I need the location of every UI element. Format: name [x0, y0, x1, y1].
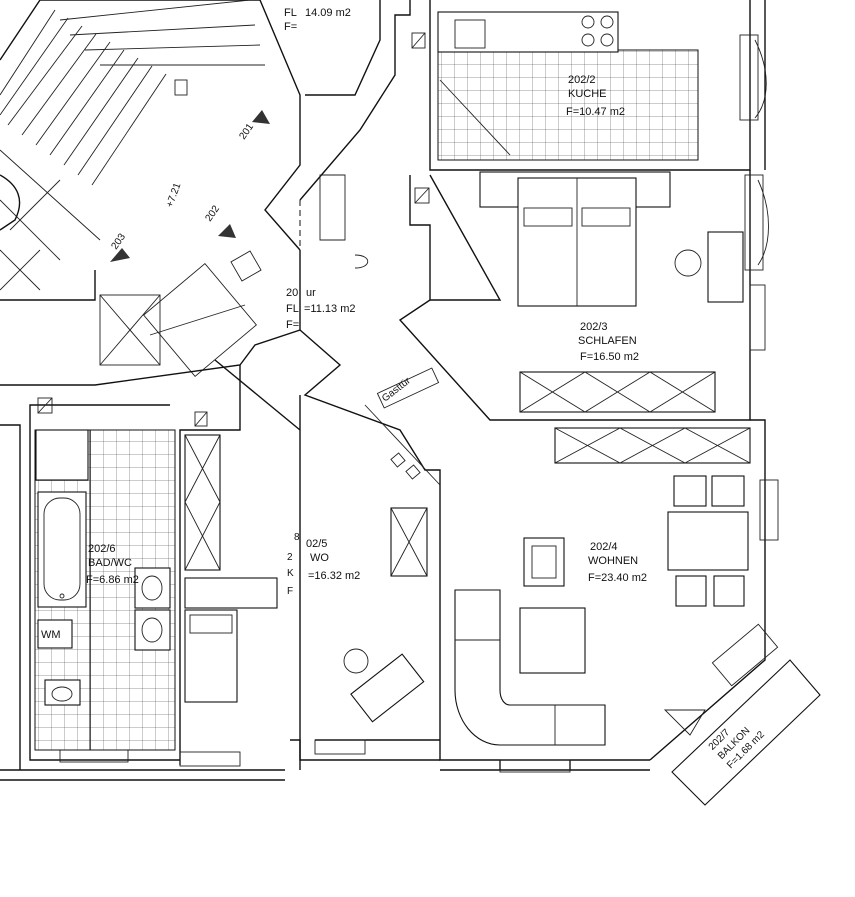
room-bedroom: 202/3 SCHLAFEN F=16.50 m2 [479, 171, 744, 413]
wo-fragment-3: K [287, 568, 294, 579]
bedroom-id: 202/3 [580, 321, 608, 333]
wo-fragment-2: 2 [287, 552, 293, 563]
walls [0, 0, 766, 781]
shafts [37, 32, 430, 427]
wo-name: WO [310, 552, 329, 564]
wo-fragment-4: F [287, 586, 293, 597]
stair-label-203: 203 [109, 231, 128, 251]
bedroom-name: SCHLAFEN [578, 335, 637, 347]
guest-door: Gasttür [364, 367, 441, 486]
room-wo: 02/5 WO =16.32 m2 8 2 K F [184, 434, 428, 723]
bath-name: BAD/WC [88, 557, 132, 569]
flur-top-label: FL [284, 7, 297, 19]
stair-label-201: 201 [237, 121, 256, 141]
kitchen-name: KUCHE [568, 88, 607, 100]
kitchen-id: 202/2 [568, 74, 596, 86]
flur-mid-area: =11.13 m2 [304, 303, 355, 315]
corridor: FL 14.09 m2 F= 20 ur FL =11.13 m2 F= [230, 7, 369, 331]
room-bathroom: WM 202/6 BAD/WC F=6.86 m2 [34, 429, 176, 751]
living-name: WOHNEN [588, 555, 638, 567]
room-living: 202/4 WOHNEN F=23.40 m2 [454, 427, 751, 746]
staircase: 203 202 201 +7.21 [0, 0, 270, 377]
level-marker: +7.21 [164, 181, 183, 209]
living-area: F=23.40 m2 [588, 572, 647, 584]
flur-mid-label: FL [286, 303, 299, 315]
kitchen-area: F=10.47 m2 [566, 106, 625, 118]
room-balcony: 202/7 BALKON F=1.68 m2 [663, 659, 821, 806]
windows [59, 34, 779, 773]
living-id: 202/4 [590, 541, 618, 553]
stair-label-202: 202 [203, 203, 222, 223]
wm-label: WM [41, 629, 61, 641]
flur-mid-name: ur [306, 287, 316, 299]
wo-id: 02/5 [306, 538, 327, 550]
flur-top-area: 14.09 m2 [305, 7, 351, 19]
wo-fragment-1: 8 [294, 532, 300, 543]
room-kitchen: 202/2 KUCHE F=10.47 m2 [437, 11, 699, 161]
bath-id: 202/6 [88, 543, 116, 555]
bedroom-area: F=16.50 m2 [580, 351, 639, 363]
flur-mid-f: F= [286, 319, 299, 331]
wo-area: =16.32 m2 [308, 570, 360, 582]
flur-top-f: F= [284, 21, 297, 33]
flur-mid-number: 20 [286, 287, 298, 299]
bath-area: F=6.86 m2 [86, 574, 139, 586]
